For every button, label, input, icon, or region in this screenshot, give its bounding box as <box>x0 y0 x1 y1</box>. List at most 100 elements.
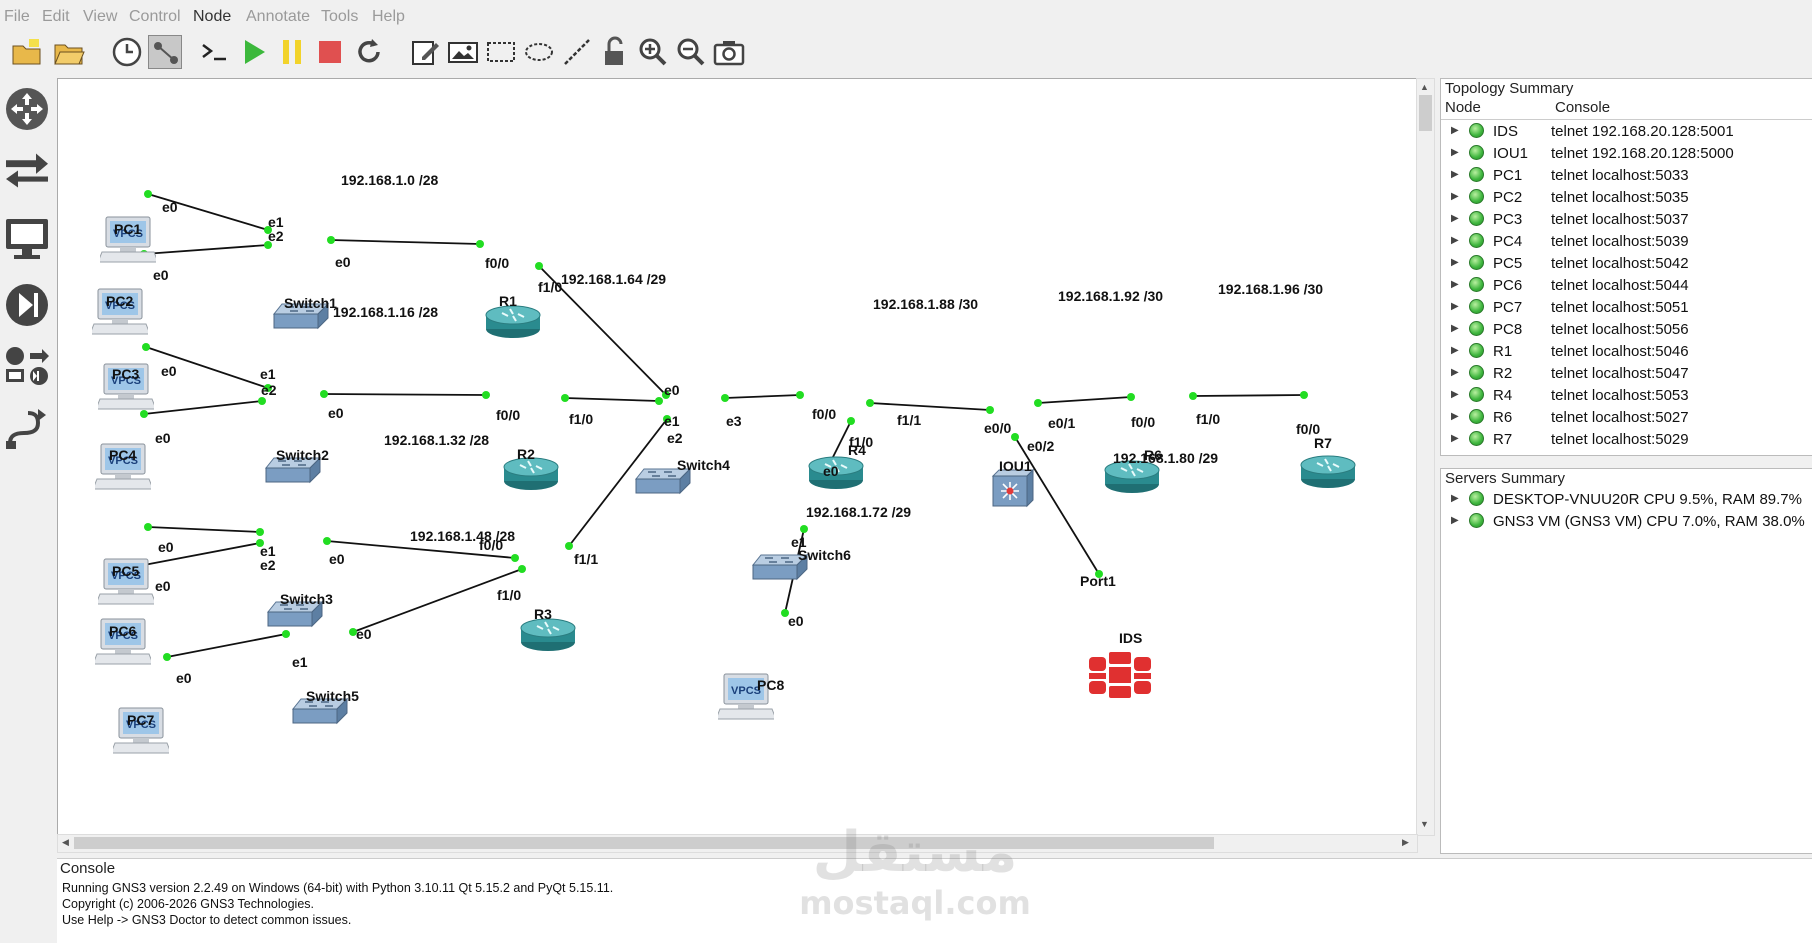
server-row[interactable]: ▶GNS3 VM (GNS3 VM) CPU 7.0%, RAM 38.0% <box>1441 511 1811 533</box>
link-pc4-switch2[interactable] <box>143 400 263 415</box>
expand-arrow-icon[interactable]: ▶ <box>1451 257 1459 268</box>
node-switch6[interactable] <box>751 553 809 581</box>
node-pc1[interactable]: VPCS <box>97 215 159 269</box>
link-switch3-r3[interactable] <box>326 540 516 559</box>
zoom-out-icon[interactable] <box>674 35 708 69</box>
stop-all-icon[interactable] <box>313 35 347 69</box>
menu-view[interactable]: View <box>83 8 118 25</box>
node-pc5[interactable]: VPCS <box>95 557 157 611</box>
link-r3-switch4[interactable] <box>568 418 668 547</box>
browse-routers-icon[interactable] <box>2 85 52 133</box>
expand-arrow-icon[interactable]: ▶ <box>1451 191 1459 202</box>
node-switch1[interactable] <box>272 302 330 330</box>
scroll-down-icon[interactable]: ▼ <box>1420 819 1429 829</box>
scroll-right-icon[interactable]: ▶ <box>1402 837 1409 847</box>
insert-picture-icon[interactable] <box>446 35 480 69</box>
expand-arrow-icon[interactable]: ▶ <box>1451 411 1459 422</box>
link-switch1-r1[interactable] <box>330 239 481 245</box>
show-interface-labels-icon[interactable] <box>148 35 182 69</box>
expand-arrow-icon[interactable]: ▶ <box>1451 323 1459 334</box>
node-pc6[interactable]: VPCS <box>92 617 154 671</box>
console-all-icon[interactable] <box>198 35 232 69</box>
browse-switches-icon[interactable] <box>2 149 52 197</box>
expand-arrow-icon[interactable]: ▶ <box>1451 147 1459 158</box>
node-r6[interactable] <box>1103 458 1161 494</box>
browse-all-devices-icon[interactable] <box>2 343 52 391</box>
node-r4[interactable] <box>807 454 865 490</box>
zoom-in-icon[interactable] <box>636 35 670 69</box>
add-link-icon[interactable] <box>2 405 52 453</box>
link-r2-switch4[interactable] <box>564 397 660 402</box>
link-r1-switch4[interactable] <box>538 265 667 396</box>
node-pc2[interactable]: VPCS <box>89 287 151 341</box>
expand-arrow-icon[interactable]: ▶ <box>1451 301 1459 312</box>
expand-arrow-icon[interactable]: ▶ <box>1451 169 1459 180</box>
expand-arrow-icon[interactable]: ▶ <box>1451 367 1459 378</box>
server-row[interactable]: ▶DESKTOP-VNUU20R CPU 9.5%, RAM 89.7% <box>1441 489 1811 511</box>
node-switch4[interactable] <box>634 467 692 495</box>
canvas-vertical-scrollbar[interactable]: ▲ ▼ <box>1416 78 1435 836</box>
menu-edit[interactable]: Edit <box>42 8 70 25</box>
link-pc1-switch1[interactable] <box>147 193 269 231</box>
link-pc5-switch3[interactable] <box>147 526 261 533</box>
browse-end-devices-icon[interactable] <box>2 215 52 263</box>
node-pc4[interactable]: VPCS <box>92 442 154 496</box>
scroll-up-icon[interactable]: ▲ <box>1420 82 1429 92</box>
draw-ellipse-icon[interactable] <box>522 35 556 69</box>
reload-all-icon[interactable] <box>352 35 386 69</box>
draw-line-icon[interactable] <box>560 35 594 69</box>
draw-rectangle-icon[interactable] <box>484 35 518 69</box>
expand-arrow-icon[interactable]: ▶ <box>1451 235 1459 246</box>
browse-security-devices-icon[interactable] <box>2 281 52 329</box>
link-pc7-switch5[interactable] <box>166 633 287 658</box>
link-pc3-switch2[interactable] <box>145 346 269 389</box>
menu-help[interactable]: Help <box>372 8 405 25</box>
link-switch2-r2[interactable] <box>323 393 487 396</box>
link-r4-iou1[interactable] <box>869 402 991 411</box>
expand-arrow-icon[interactable]: ▶ <box>1451 515 1459 526</box>
expand-arrow-icon[interactable]: ▶ <box>1451 213 1459 224</box>
expand-arrow-icon[interactable]: ▶ <box>1451 345 1459 356</box>
menu-tools[interactable]: Tools <box>321 8 359 25</box>
link-pc6-switch3[interactable] <box>143 542 261 566</box>
screenshot-camera-icon[interactable] <box>712 35 746 69</box>
expand-arrow-icon[interactable]: ▶ <box>1451 125 1459 136</box>
node-switch3[interactable] <box>266 600 324 628</box>
expand-arrow-icon[interactable]: ▶ <box>1451 493 1459 504</box>
node-ids[interactable] <box>1089 652 1151 698</box>
link-switch4-r4[interactable] <box>724 394 801 399</box>
node-pc3[interactable]: VPCS <box>95 362 157 416</box>
lock-unlock-icon[interactable] <box>598 35 632 69</box>
node-iou1[interactable] <box>991 468 1035 508</box>
scroll-left-icon[interactable]: ◀ <box>62 837 69 847</box>
node-switch2[interactable] <box>264 456 322 484</box>
col-console-header[interactable]: Console <box>1551 99 1812 120</box>
link-switch5-r3[interactable] <box>352 568 523 633</box>
link-iou1-r6[interactable] <box>1037 396 1132 404</box>
open-project-icon[interactable] <box>52 35 86 69</box>
node-switch5[interactable] <box>291 697 349 725</box>
expand-arrow-icon[interactable]: ▶ <box>1451 433 1459 444</box>
node-r1[interactable] <box>484 303 542 339</box>
start-all-icon[interactable] <box>236 35 270 69</box>
expand-arrow-icon[interactable]: ▶ <box>1451 389 1459 400</box>
menu-node[interactable]: Node <box>193 8 232 25</box>
menu-control[interactable]: Control <box>129 8 181 25</box>
node-r3[interactable] <box>519 616 577 652</box>
suspend-all-icon[interactable] <box>275 35 309 69</box>
col-node-header[interactable]: Node <box>1441 99 1552 120</box>
